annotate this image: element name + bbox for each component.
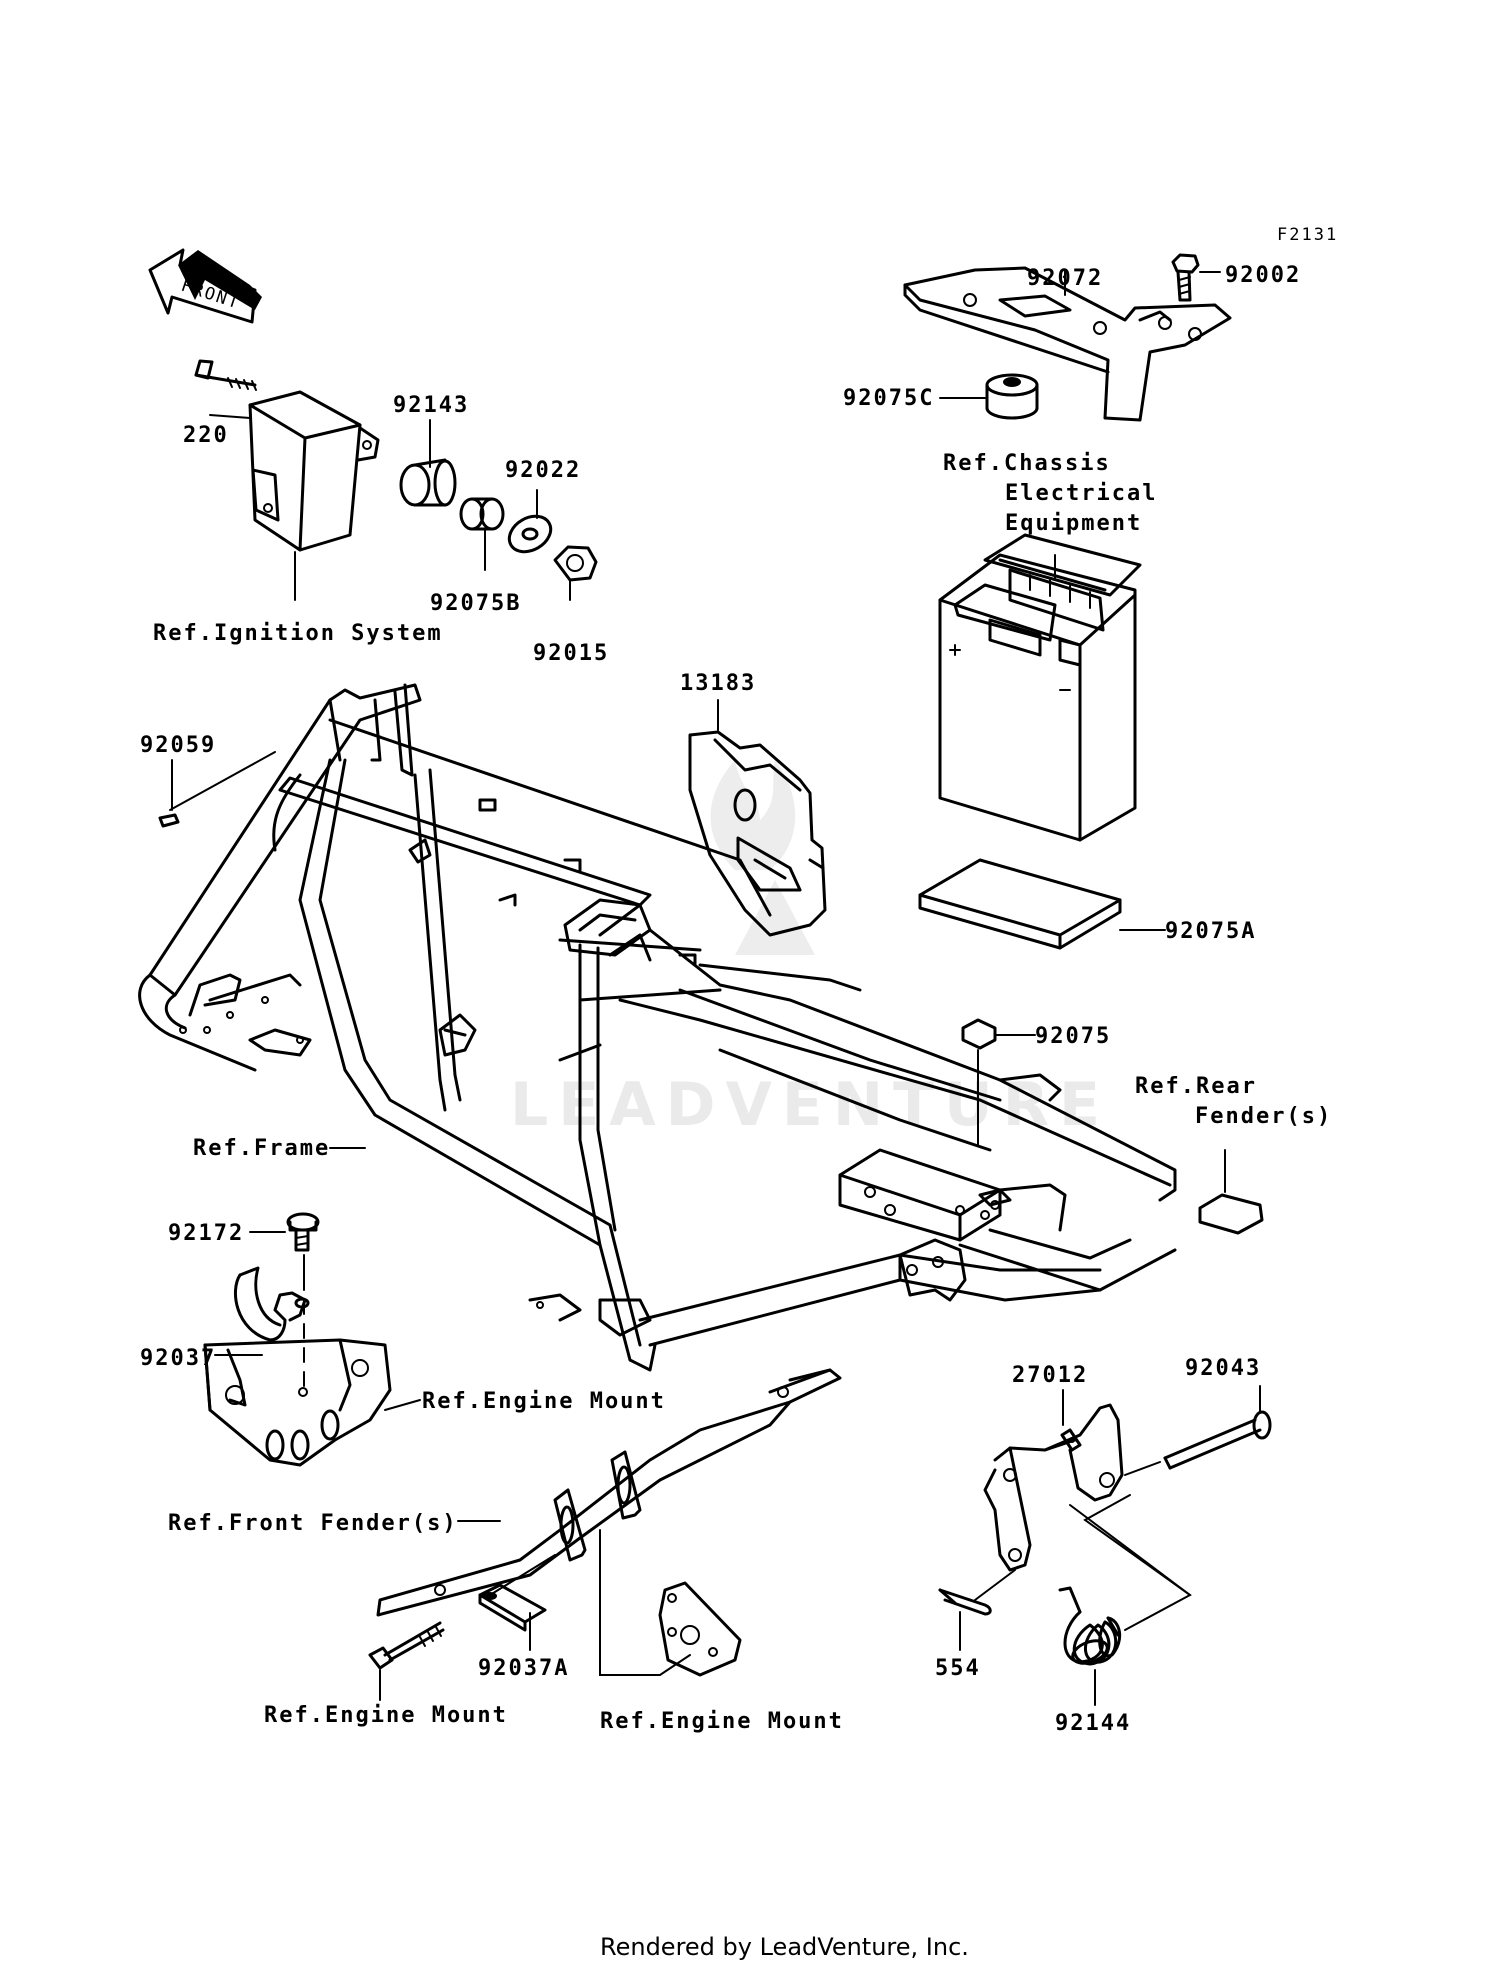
battery-bracket-92072 [903, 266, 1232, 422]
label-92022: 92022 [505, 458, 581, 483]
grommet-92075C [985, 373, 1039, 420]
label-ref-front-fender: Ref.Front Fender(s) [168, 1511, 458, 1536]
battery [938, 533, 1142, 842]
label-27012: 27012 [1012, 1363, 1088, 1388]
watermark-text: LEADVENTURE [510, 1070, 1110, 1140]
label-ref-rear-fender-1: Ref.Rear [1135, 1074, 1257, 1099]
label-92144: 92144 [1055, 1711, 1131, 1736]
label-ref-rear-fender-2: Fender(s) [1195, 1104, 1332, 1129]
label-92015: 92015 [533, 641, 609, 666]
diagram-id: F2131 [1277, 225, 1338, 245]
label-13183: 13183 [680, 671, 756, 696]
nut-92015 [553, 545, 598, 582]
label-ref-engine-mount-a: Ref.Engine Mount [422, 1389, 666, 1414]
front-arrow-icon: FRONT [148, 248, 262, 324]
collar-92143 [399, 458, 457, 507]
pin-92043 [1163, 1410, 1272, 1470]
front-fender-stay [376, 1368, 842, 1617]
clamp-92037 [233, 1266, 310, 1342]
label-92143: 92143 [393, 393, 469, 418]
engine-mount-plate [658, 1581, 742, 1677]
pin-92059 [158, 813, 180, 828]
engine-mount-bolt [368, 1621, 445, 1670]
label-ref-ignition: Ref.Ignition System [153, 621, 443, 646]
label-ref-chassis-2: Electrical [1005, 481, 1157, 506]
label-ref-engine-mount-c: Ref.Engine Mount [600, 1709, 844, 1734]
label-ref-chassis-3: Equipment [1005, 511, 1142, 536]
label-220: 220 [183, 423, 229, 448]
label-554: 554 [935, 1656, 981, 1681]
grommet-92075B [459, 497, 505, 531]
label-92172: 92172 [168, 1221, 244, 1246]
label-92059: 92059 [140, 733, 216, 758]
battery-pad-92075A [918, 858, 1122, 950]
bolt-92172 [286, 1212, 320, 1252]
spacer-92037A [478, 1583, 547, 1632]
label-ref-frame: Ref.Frame [193, 1136, 330, 1161]
pad-92075 [961, 1018, 997, 1050]
footer-credit: Rendered by LeadVenture, Inc. [600, 1933, 969, 1961]
spring-92144 [1058, 1586, 1122, 1666]
label-ref-chassis-1: Ref.Chassis [943, 451, 1111, 476]
label-92075: 92075 [1035, 1024, 1111, 1049]
label-92072: 92072 [1027, 266, 1103, 291]
label-ref-engine-mount-b: Ref.Engine Mount [264, 1703, 508, 1728]
main-frame [138, 683, 1177, 1372]
label-92075A: 92075A [1165, 919, 1256, 944]
rear-fender-pad [1198, 1193, 1264, 1235]
cotter-pin-554 [938, 1588, 992, 1616]
label-92075B: 92075B [430, 591, 521, 616]
label-92002: 92002 [1225, 263, 1301, 288]
washer-92022 [507, 514, 553, 554]
bolt-220 [194, 359, 257, 391]
bolt-92002 [1171, 253, 1200, 302]
igniter-unit [248, 390, 380, 552]
label-92037A: 92037A [478, 1656, 569, 1681]
engine-mount-bracket [203, 1338, 392, 1467]
label-92043: 92043 [1185, 1356, 1261, 1381]
cover-13183 [688, 730, 827, 937]
label-92075C: 92075C [843, 386, 934, 411]
label-92037: 92037 [140, 1346, 216, 1371]
bracket-27012 [983, 1403, 1124, 1572]
